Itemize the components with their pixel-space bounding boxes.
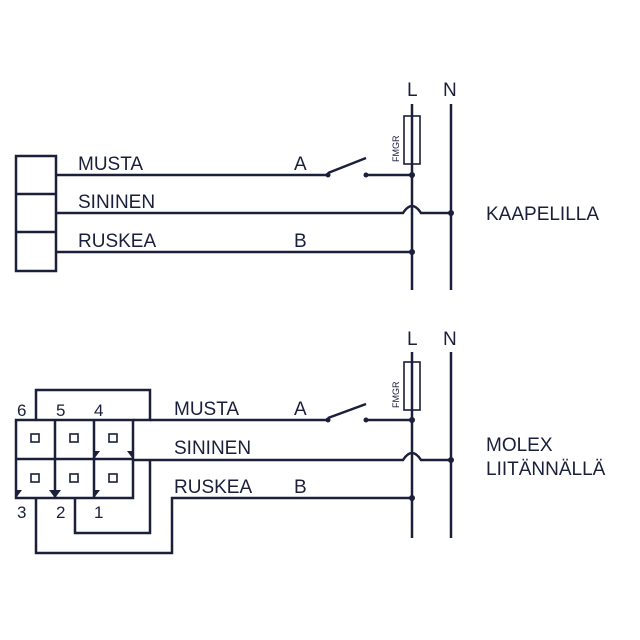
molex-key-tab bbox=[94, 490, 100, 498]
bottom-diagram: L N FMGR 6 5 4 3 2 1 bbox=[14, 329, 606, 555]
top-diagram: L N FMGR MUSTA A SININEN RUSKEA B KAAPEL… bbox=[14, 80, 599, 290]
top-junction-sininen bbox=[448, 210, 454, 216]
top-label-l: L bbox=[407, 80, 418, 101]
top-point-b: B bbox=[294, 231, 307, 252]
bottom-switch-blade bbox=[327, 402, 367, 420]
bottom-caption-line1: MOLEX bbox=[486, 435, 553, 456]
top-terminal-block bbox=[14, 154, 58, 273]
top-fuse-label: FMGR bbox=[391, 135, 401, 162]
bottom-caption-line2: LIITÄNNÄLLÄ bbox=[486, 459, 606, 480]
top-wire-sininen bbox=[56, 204, 451, 215]
top-switch-blade bbox=[327, 156, 367, 175]
bottom-fuse-label: FMGR bbox=[391, 381, 401, 408]
molex-key-tab bbox=[49, 490, 61, 498]
top-caption: KAAPELILLA bbox=[486, 204, 599, 225]
molex-outer-bottom-loop bbox=[34, 496, 412, 555]
top-junction-musta bbox=[409, 172, 415, 178]
bottom-point-b: B bbox=[294, 477, 307, 498]
molex-pin-socket bbox=[108, 473, 118, 483]
molex-key-tab bbox=[94, 451, 100, 459]
bottom-wire-sininen bbox=[133, 451, 451, 462]
molex-pin-socket bbox=[69, 433, 79, 443]
bottom-fuse bbox=[403, 361, 421, 411]
top-wire-label-sininen: SININEN bbox=[78, 192, 155, 213]
top-fuse bbox=[403, 115, 421, 165]
molex-key-tab bbox=[127, 451, 133, 459]
bottom-pin-6: 6 bbox=[17, 401, 26, 420]
molex-pin-socket bbox=[30, 473, 40, 483]
bottom-junction-ruskea bbox=[409, 495, 415, 501]
top-junction-ruskea bbox=[409, 249, 415, 255]
bottom-wire-label-ruskea: RUSKEA bbox=[174, 477, 252, 498]
bottom-label-l: L bbox=[407, 329, 418, 350]
bottom-pin-4: 4 bbox=[94, 401, 103, 420]
top-wire-label-ruskea: RUSKEA bbox=[78, 231, 156, 252]
top-label-n: N bbox=[443, 80, 457, 101]
bottom-wire-label-musta: MUSTA bbox=[174, 399, 239, 420]
molex-pin-socket bbox=[108, 433, 118, 443]
bottom-wire-label-sininen: SININEN bbox=[174, 438, 251, 459]
top-point-a: A bbox=[294, 154, 307, 175]
molex-top-loop bbox=[34, 388, 152, 422]
bottom-label-n: N bbox=[443, 329, 457, 350]
molex-pin-socket bbox=[30, 433, 40, 443]
bottom-pin-1: 1 bbox=[94, 503, 103, 522]
bottom-pin-5: 5 bbox=[56, 401, 65, 420]
top-wire-label-musta: MUSTA bbox=[78, 154, 143, 175]
bottom-pin-3: 3 bbox=[17, 503, 26, 522]
top-switch-pivot bbox=[325, 172, 331, 178]
bottom-pin-2: 2 bbox=[56, 503, 65, 522]
molex-key-tab bbox=[16, 490, 22, 498]
bottom-point-a: A bbox=[294, 399, 307, 420]
bottom-junction-sininen bbox=[448, 457, 454, 463]
molex-pin-socket bbox=[69, 473, 79, 483]
molex-inner-bottom-loop bbox=[73, 460, 152, 535]
molex-connector bbox=[14, 418, 135, 500]
bottom-junction-musta bbox=[409, 417, 415, 423]
bottom-switch-pivot bbox=[325, 417, 331, 423]
